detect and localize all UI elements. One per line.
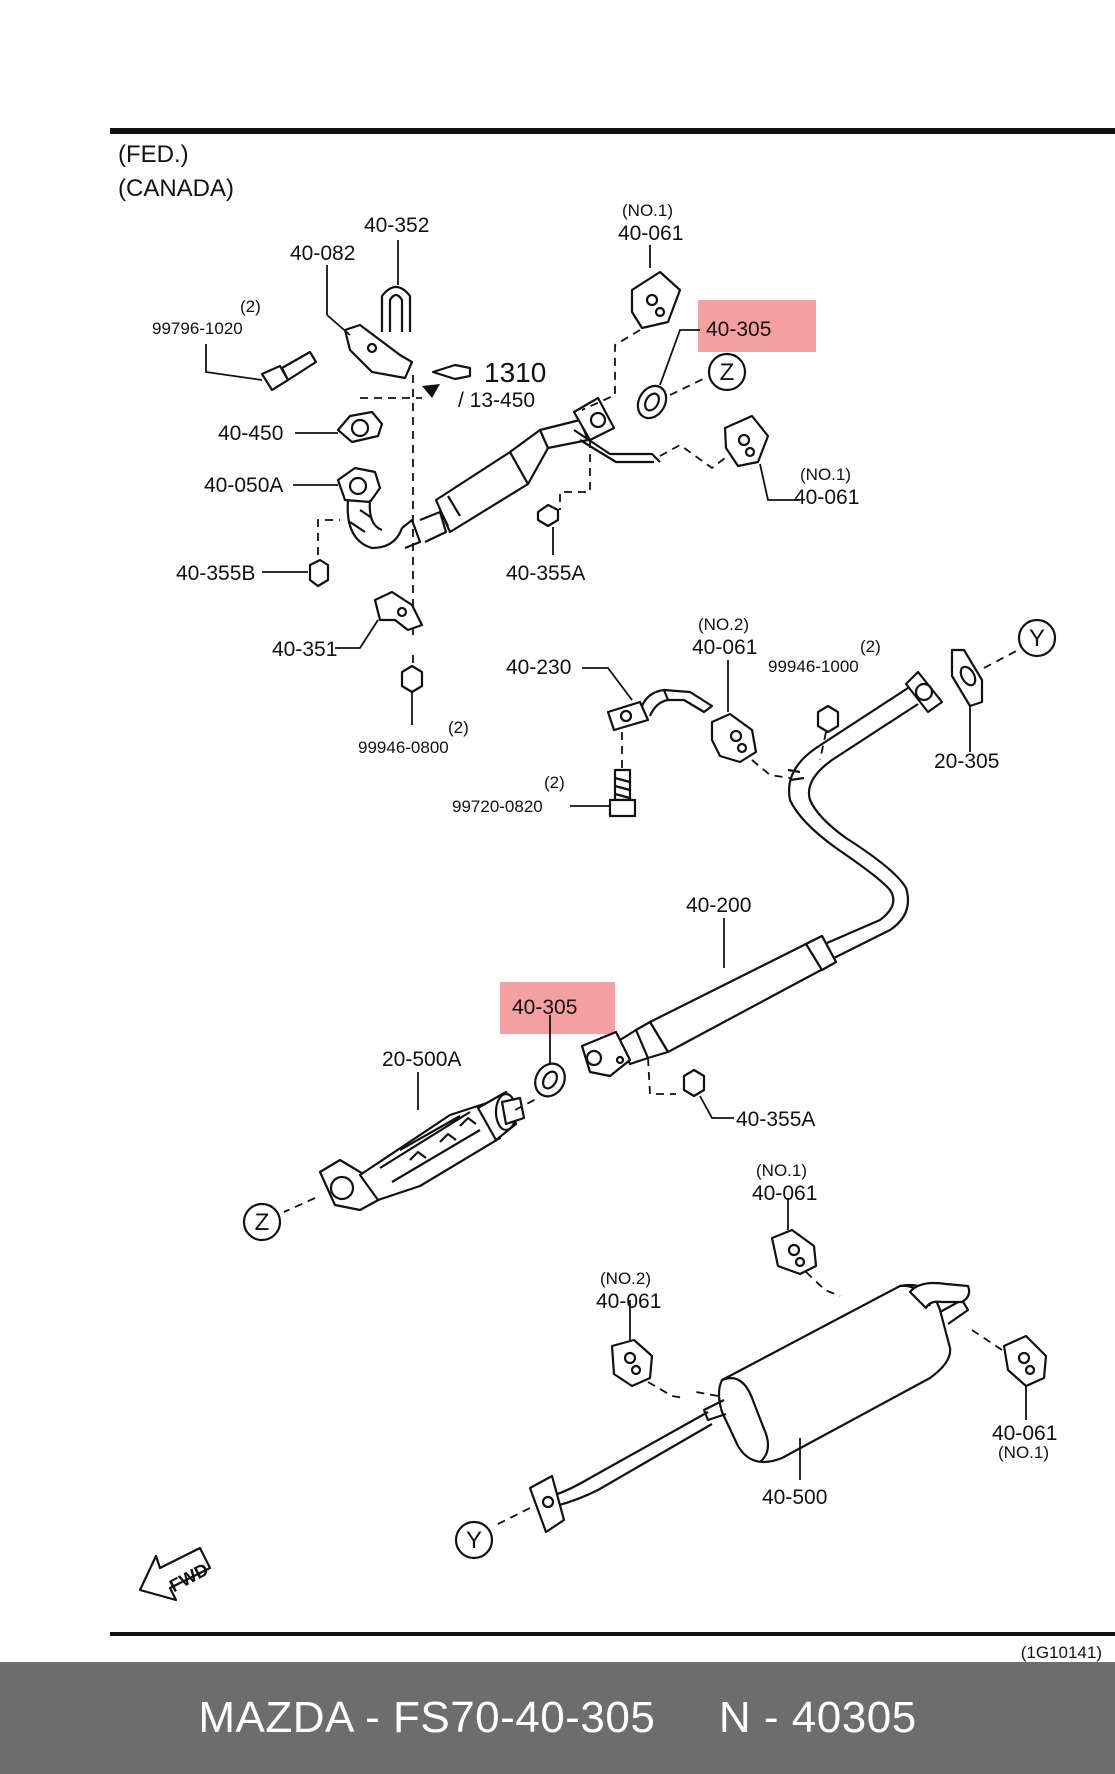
no1-rear: (NO.1) — [998, 1443, 1049, 1462]
label-20-500A: 20-500A — [382, 1048, 461, 1071]
nut-99946-0800 — [400, 664, 424, 725]
bottom-rule — [110, 1632, 1115, 1636]
callout-z-top — [707, 352, 747, 392]
label-40-500: 40-500 — [762, 1486, 827, 1509]
bracket-40-082 — [326, 265, 414, 380]
header-canada: (CANADA) — [118, 175, 234, 202]
highlight-40-305-mid — [500, 982, 615, 1034]
hanger-40-061-right — [659, 414, 800, 501]
label-20-305: 20-305 — [934, 750, 999, 773]
callout-y-bottom — [454, 1520, 494, 1560]
label-40-061-mid: 40-061 — [692, 636, 757, 659]
hanger-40-061-low — [770, 1198, 841, 1297]
label-40-351: 40-351 — [272, 638, 337, 661]
label-40-355A-top: 40-355A — [506, 562, 585, 585]
hanger-40-061-rear — [971, 1329, 1048, 1420]
gasket-40-305-mid — [534, 1015, 566, 1098]
callout-y-bottom-text: Y — [466, 1527, 482, 1554]
highlight-40-305-top — [698, 300, 816, 352]
label-40-230: 40-230 — [506, 656, 571, 679]
label-99946-0800: 99946-0800 — [358, 738, 449, 757]
no1-low: (NO.1) — [756, 1161, 807, 1180]
hanger-40-061-low2 — [610, 1300, 685, 1399]
muffler-40-500 — [493, 1281, 971, 1534]
gasket-20-305 — [950, 648, 1019, 752]
ref-13-450: / 13-450 — [458, 389, 535, 412]
qty-99720: (2) — [544, 773, 565, 792]
callout-z-bottom-text: Z — [255, 1209, 270, 1236]
footer-bar: MAZDA - FS70-40-305 N - 40305 — [0, 1662, 1115, 1774]
bolt-99720-0820 — [570, 768, 637, 818]
hanger-40-061-top — [581, 245, 682, 411]
gasket-40-450 — [295, 410, 384, 444]
label-40-050A: 40-050A — [204, 474, 283, 497]
bolt-99796-1020 — [205, 344, 318, 392]
label-40-305-mid: 40-305 — [512, 996, 577, 1019]
label-40-200: 40-200 — [686, 894, 751, 917]
gasket-40-305-top — [636, 329, 706, 420]
label-99720-0820: 99720-0820 — [452, 797, 543, 816]
no2-mid: (NO.2) — [698, 615, 749, 634]
qty-99946-0800: (2) — [448, 718, 469, 737]
middle-pipe-40-200 — [580, 670, 944, 1095]
nut-40-355B — [262, 519, 340, 588]
callout-z-bottom — [242, 1202, 282, 1242]
diagram-svg: (FED.) (CANADA) 1310 / 13-450 — [110, 128, 1115, 1662]
label-99796-1020: 99796-1020 — [152, 319, 243, 338]
callout-y-top — [1017, 618, 1057, 658]
figure-code: (1G10141) — [1021, 1643, 1102, 1662]
top-rule — [110, 128, 1115, 134]
u-bolt-40-352 — [380, 240, 412, 332]
callout-y-top-text: Y — [1029, 625, 1045, 652]
qty-99796: (2) — [240, 297, 261, 316]
no1-right: (NO.1) — [800, 465, 851, 484]
fwd-arrow-icon: FWD — [138, 1546, 212, 1602]
no2-low: (NO.2) — [600, 1269, 651, 1288]
ref-1310: 1310 — [484, 357, 546, 388]
label-40-061-low: 40-061 — [752, 1182, 817, 1205]
nut-40-355A-mid — [682, 1068, 734, 1119]
label-40-450: 40-450 — [218, 422, 283, 445]
ref-arrow-1310 — [360, 363, 472, 399]
label-40-061-rear: 40-061 — [992, 1422, 1057, 1445]
label-40-355B: 40-355B — [176, 562, 255, 585]
bracket-40-351 — [335, 590, 424, 649]
front-pipe-40-050A — [293, 466, 448, 550]
qty-99946-1000: (2) — [860, 637, 881, 656]
callout-z-top-text: Z — [720, 359, 735, 386]
catalytic-converter-20-500A — [283, 1072, 539, 1213]
nut-40-355A-top — [536, 503, 560, 555]
header-fed: (FED.) — [118, 141, 189, 168]
hanger-40-061-mid — [710, 660, 791, 779]
label-40-352: 40-352 — [364, 214, 429, 237]
label-40-355A-mid: 40-355A — [736, 1108, 815, 1131]
label-40-061-low2: 40-061 — [596, 1290, 661, 1313]
nut-99946-1000 — [816, 704, 840, 761]
label-40-061-top: 40-061 — [618, 222, 683, 245]
exhaust-diagram: (FED.) (CANADA) 1310 / 13-450 — [110, 128, 1115, 1662]
footer-part-number: MAZDA - FS70-40-305 N - 40305 — [198, 1693, 917, 1742]
bracket-40-230 — [582, 667, 714, 770]
label-40-305-top: 40-305 — [706, 318, 771, 341]
label-40-082: 40-082 — [290, 242, 355, 265]
label-99946-1000: 99946-1000 — [768, 657, 859, 676]
no1-top: (NO.1) — [622, 201, 673, 220]
label-40-061-right: 40-061 — [794, 486, 859, 509]
